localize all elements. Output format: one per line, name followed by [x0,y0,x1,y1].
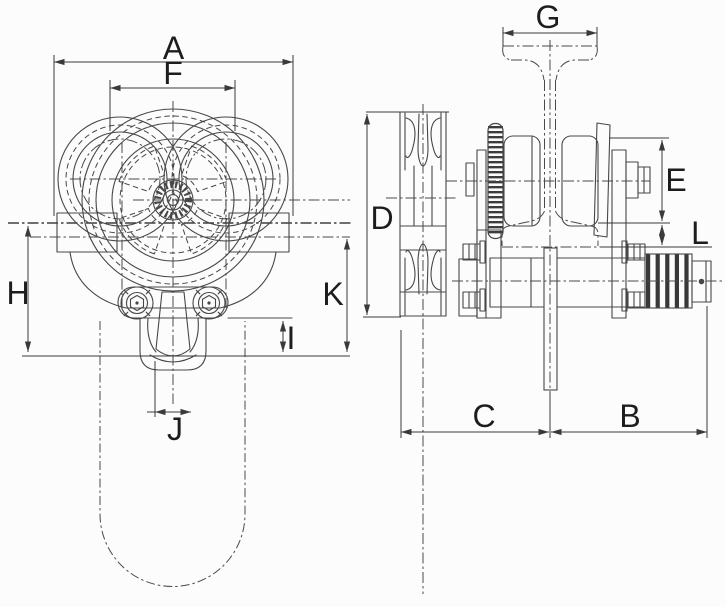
dim-label-d: D [370,200,393,236]
load-bar [117,286,293,319]
near-side-plate [458,149,502,319]
side-centerlines [386,40,722,594]
side-view: G D E L C B [363,0,722,594]
dimension-A: A [53,30,294,216]
dimension-G: G [502,0,598,46]
side-plates-front [56,212,290,309]
dim-label-a: A [163,30,185,66]
dimension-F: F [109,55,236,131]
front-view: A F H K I J [6,30,352,587]
dimension-L: L [600,215,712,251]
load-bar-bolt-left [120,286,154,320]
dimension-B: B [551,306,708,438]
dim-label-e: E [665,162,686,198]
dimension-C: C [400,330,551,438]
dimension-K: K [322,239,351,352]
hook-shackle [139,291,207,371]
dim-label-j: J [167,411,183,447]
dimension-I: I [279,320,296,356]
dim-label-i: I [287,320,296,356]
dim-label-c: C [472,398,495,434]
trolley-wheel-right [163,116,289,242]
dim-label-f: F [163,55,183,91]
dim-label-h: H [6,275,29,311]
dimension-D: D [363,111,449,318]
trolley-wheel-left [57,116,183,242]
hand-chain-wheel-front [81,108,265,292]
far-side-plate [611,149,651,319]
dim-label-g: G [536,0,561,35]
dim-label-l: L [691,215,709,251]
dim-label-k: K [322,276,343,312]
center-bearing [152,179,194,221]
hook-phantom-outline [99,321,246,587]
dimension-H: H [6,226,350,357]
dimension-J: J [147,361,191,447]
load-bar-bolt-right [192,286,226,320]
dim-label-b: B [619,398,640,434]
dimension-E: E [598,137,687,224]
